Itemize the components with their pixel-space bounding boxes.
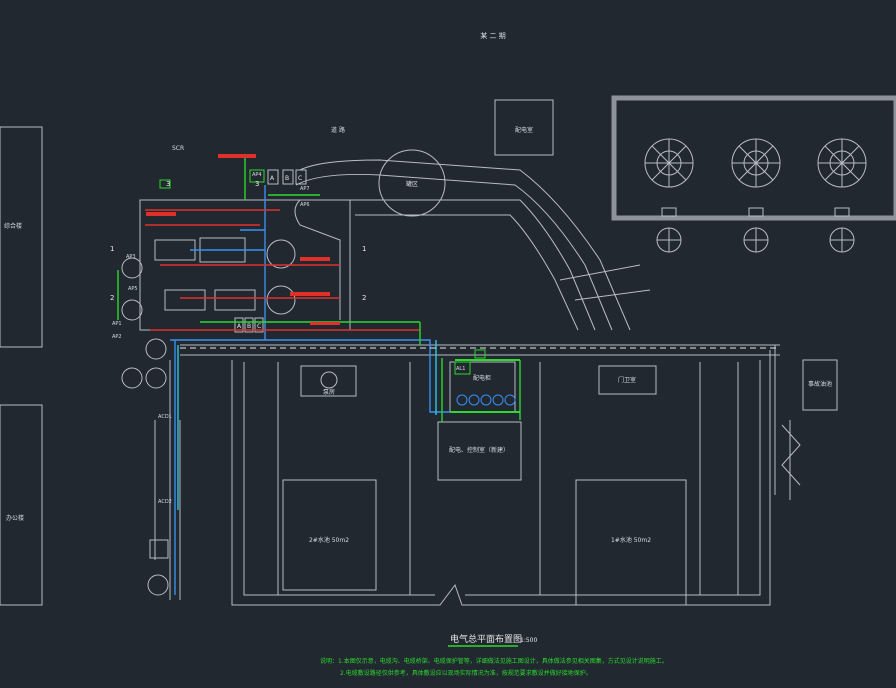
marker: 3 — [255, 180, 259, 188]
top-right-facility — [611, 95, 896, 253]
tank — [378, 149, 446, 217]
drawing-scale: 1:500 — [520, 637, 537, 644]
top-note: 某 二 期 — [480, 32, 505, 40]
device-tag: AP1 — [112, 321, 122, 327]
building-bottom-left — [0, 404, 43, 606]
device-tag: AP2 — [112, 334, 122, 340]
panel-tag: B — [285, 175, 289, 182]
device-tag: AP5 — [128, 286, 138, 292]
panel-devices — [456, 394, 516, 406]
marker: 3 — [166, 180, 170, 188]
label-tank: 罐区 — [406, 180, 418, 188]
device-tag: AP6 — [300, 202, 310, 208]
site-outlines — [0, 99, 838, 606]
device-tag: AP3 — [126, 254, 136, 260]
drawing-title: 电气总平面布置图 — [450, 633, 522, 645]
label-scr: SCR — [172, 145, 184, 152]
red-tags — [146, 154, 340, 325]
label-top: 道 路 — [331, 126, 345, 134]
label-bottom-left-building: 办公楼 — [6, 514, 24, 522]
green-marks — [159, 169, 486, 375]
marker: 1 — [362, 245, 366, 253]
panel-tag: C — [298, 175, 302, 182]
label-mid-box: 配电柜 — [473, 374, 491, 382]
label-top-left-building: 综合楼 — [4, 222, 22, 230]
panel-tag: A — [270, 175, 275, 182]
label-right-box: 事故油池 — [808, 380, 832, 388]
label-pool-right: 1#水池 50m2 — [611, 536, 651, 544]
device-tag: ACD1 — [158, 414, 172, 420]
title-block: 电气总平面布置图 1:500 说明：1.本图仅示意，电缆沟、电缆桥架、电缆保护管… — [320, 633, 668, 677]
cable-routes — [117, 155, 521, 595]
marker: 1 — [110, 245, 114, 253]
note-line-1: 说明：1.本图仅示意，电缆沟、电缆桥架、电缆保护管等，详细做法见施工图设计，具体… — [320, 657, 668, 665]
panel-tags: A B C A B C — [237, 175, 302, 330]
right-box — [802, 359, 838, 411]
pool-left — [282, 479, 377, 591]
panel-tag: C — [257, 323, 261, 330]
panel-tag: B — [247, 323, 251, 330]
label-bottom-box: 门卫室 — [618, 376, 636, 384]
pool-right — [575, 479, 687, 606]
device-tag: ACD2 — [158, 499, 172, 505]
building-top-left — [0, 126, 43, 348]
process-area — [121, 169, 516, 596]
device-tags: AP1 AP2 AP3 AL1 AP4 ACD1 ACD2 AP5 AP6 AP… — [112, 172, 465, 505]
label-top-box: 配电室 — [515, 126, 533, 134]
text-labels: 某 二 期 SCR 综合楼 办公楼 罐区 2#水池 50m2 1#水池 50m2… — [4, 32, 832, 544]
tower-box — [300, 365, 357, 397]
label-pool-left: 2#水池 50m2 — [309, 536, 349, 544]
label-control-room: 配电、控制室（新建） — [449, 446, 509, 454]
marker: 2 — [110, 294, 114, 302]
top-box — [494, 99, 554, 156]
panel-tag: A — [237, 323, 242, 330]
device-tag: AL1 — [456, 366, 465, 372]
control-room — [437, 421, 522, 481]
marker: 2 — [362, 294, 366, 302]
device-tag: AP7 — [300, 186, 310, 192]
note-line-2: 2.电缆敷设路径仅供参考，具体敷设应以现场实际情况为准，按规范要求敷设并做好接地… — [340, 669, 592, 677]
device-tag: AP4 — [252, 172, 262, 178]
section-markers: 1 2 3 1 2 3 — [110, 180, 366, 302]
label-tower-box: 泵房 — [323, 388, 335, 396]
bottom-box — [598, 365, 657, 395]
